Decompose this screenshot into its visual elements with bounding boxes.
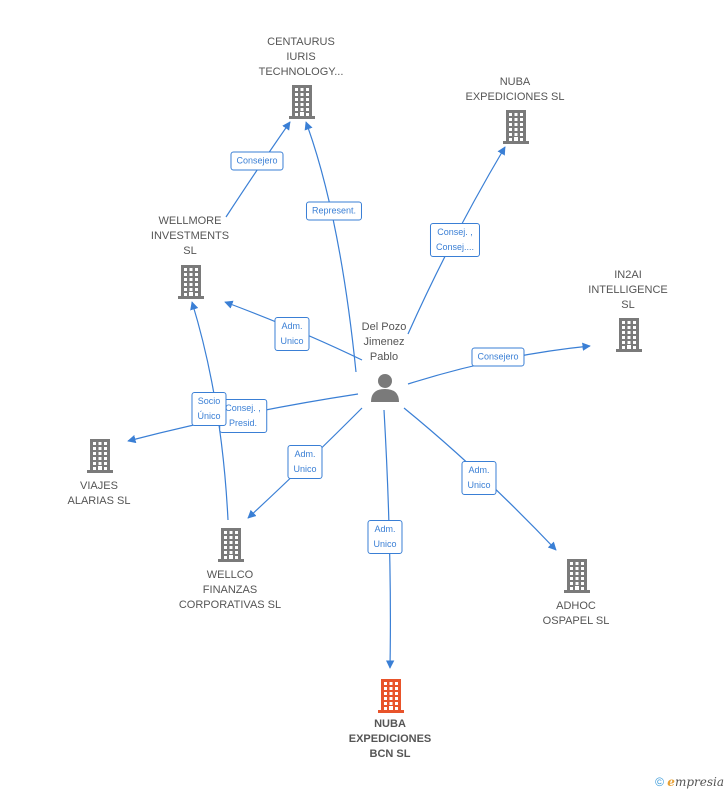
company-name-c1[interactable]: CENTAURUS IURIS TECHNOLOGY...: [258, 36, 344, 78]
edge-label: Consej. , Consej....: [429, 223, 481, 257]
building-icon[interactable]: [564, 559, 590, 593]
edge-label: Consejero: [230, 151, 284, 171]
building-icon[interactable]: [378, 679, 404, 713]
company-name-c3[interactable]: WELLMORE INVESTMENTS SL: [150, 215, 230, 257]
edge-label: Adm. Unico: [287, 445, 323, 479]
edge-label: Socio Único: [191, 392, 227, 426]
company-name-c8[interactable]: NUBA EXPEDICIONES BCN SL: [348, 718, 432, 760]
footer-brand: © empresia: [655, 775, 724, 789]
edge-label: Adm. Unico: [367, 520, 403, 554]
person-icon[interactable]: [371, 374, 399, 402]
edge-p1-c1: [304, 121, 357, 373]
edge-label: Adm. Unico: [461, 461, 497, 495]
building-icon[interactable]: [503, 110, 529, 144]
edge-label: Adm. Unico: [274, 317, 310, 351]
company-name-c7[interactable]: ADHOC OSPAPEL SL: [542, 600, 610, 627]
building-icon[interactable]: [616, 318, 642, 352]
edge-label: Consejero: [471, 347, 525, 367]
company-name-c6[interactable]: WELLCO FINANZAS CORPORATIVAS SL: [178, 569, 282, 611]
brand-logo[interactable]: empresia: [667, 775, 724, 789]
company-name-c4[interactable]: IN2AI INTELLIGENCE SL: [588, 269, 668, 311]
copyright-symbol: ©: [655, 775, 664, 789]
building-icon[interactable]: [218, 528, 244, 562]
building-icon[interactable]: [289, 85, 315, 119]
building-icon[interactable]: [87, 439, 113, 473]
company-name-c2[interactable]: NUBA EXPEDICIONES SL: [465, 76, 565, 103]
edge-label: Represent.: [305, 201, 363, 221]
company-name-c5[interactable]: VIAJES ALARIAS SL: [67, 480, 131, 507]
building-icon[interactable]: [178, 265, 204, 299]
person-name[interactable]: Del Pozo Jimenez Pablo: [361, 321, 407, 363]
